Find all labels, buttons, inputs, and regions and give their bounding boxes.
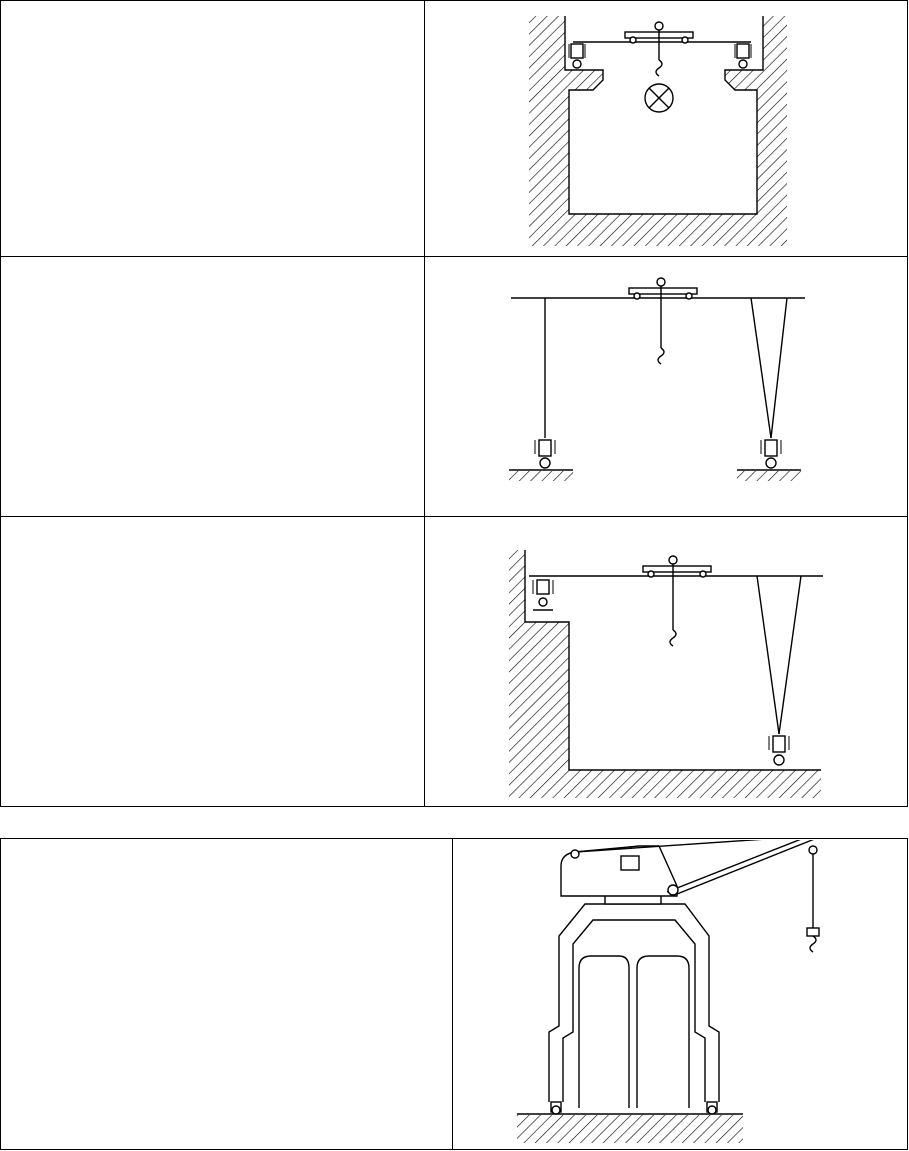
figure-cell: [424, 0, 908, 257]
figure-cell: [424, 516, 908, 807]
figure-cell: [424, 256, 908, 517]
table-row: [0, 516, 908, 807]
portal-crane-table: [0, 838, 908, 1150]
semi-gantry-crane-icon: [509, 549, 823, 798]
portal-jib-crane-icon: [517, 839, 820, 1143]
figure-cell: [452, 838, 908, 1150]
description-cell: [0, 516, 425, 807]
table-row: [0, 256, 908, 517]
overhead-bridge-crane-icon: [529, 15, 787, 246]
crane-types-table: [0, 0, 908, 807]
description-cell: [0, 256, 425, 517]
table-row: [0, 0, 908, 257]
description-cell: [0, 0, 425, 257]
gantry-crane-icon: [509, 276, 805, 481]
description-cell: [0, 838, 453, 1150]
table-row: [0, 838, 908, 1150]
